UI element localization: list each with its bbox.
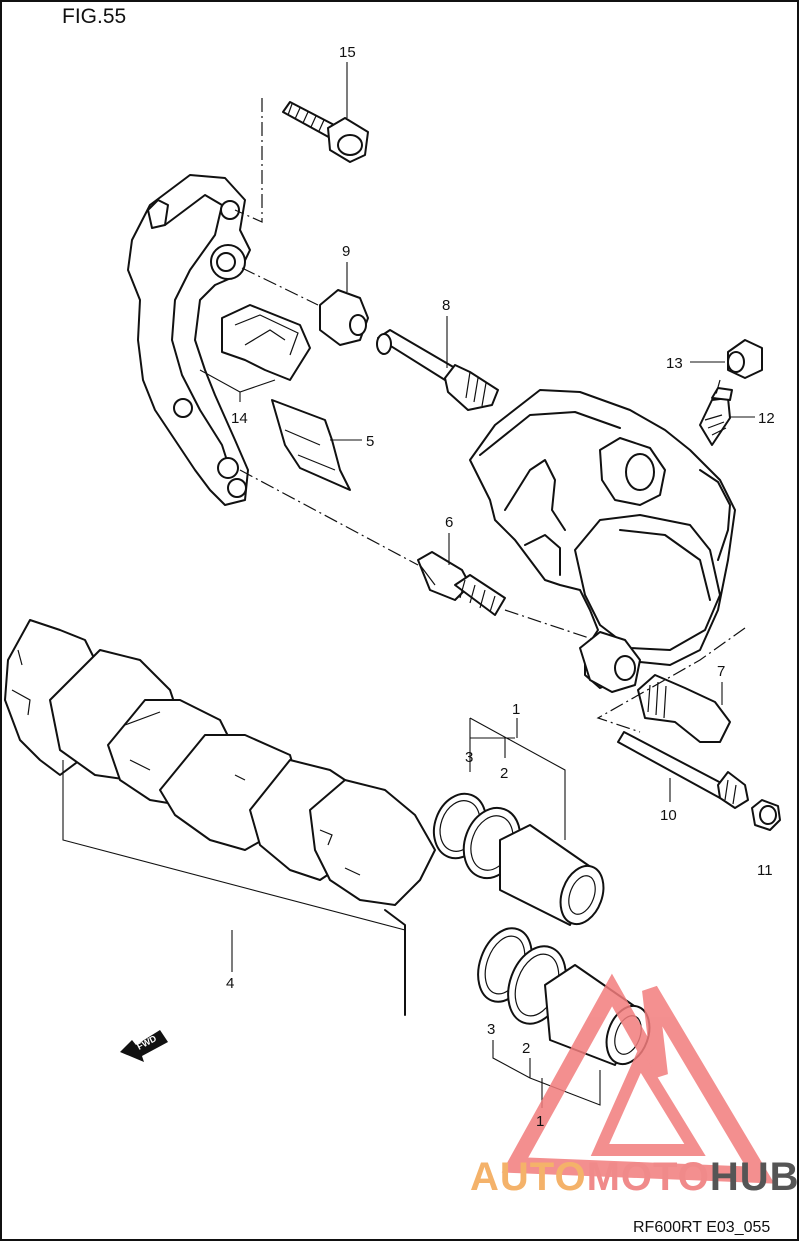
callout-14: 14 <box>231 410 248 427</box>
callout-11: 11 <box>757 862 773 879</box>
pad-spring-14 <box>199 304 311 402</box>
callout-9: 9 <box>342 243 350 260</box>
callout-13: 13 <box>666 355 683 372</box>
plug-11 <box>751 799 781 831</box>
watermark-logo <box>501 973 775 1184</box>
pad-shim-5 <box>271 399 362 491</box>
callout-7: 7 <box>717 663 725 680</box>
drawing-code: RF600RT E03_055 <box>633 1219 770 1236</box>
slide-pin-8 <box>376 316 499 411</box>
bolt-15 <box>282 62 369 163</box>
caliper-body <box>469 389 736 693</box>
boot-7 <box>637 674 731 743</box>
watermark-text: AUTOMOTOHUB <box>470 1155 800 1199</box>
bleeder-cap-13 <box>690 339 763 379</box>
brake-pads-4 <box>4 619 436 1016</box>
bleeder-valve-12 <box>699 387 755 446</box>
boot-9 <box>319 262 369 346</box>
forward-arrow-icon: FWD <box>120 1030 168 1062</box>
callout-10: 10 <box>660 807 677 824</box>
callout-2-lower: 2 <box>522 1040 530 1057</box>
callout-3-lower: 3 <box>487 1021 495 1038</box>
piston-set-upper <box>432 717 605 926</box>
caliper-bracket <box>127 174 251 506</box>
callout-6: 6 <box>445 514 453 531</box>
callout-3-upper: 3 <box>465 749 473 766</box>
callout-8: 8 <box>442 297 450 314</box>
callout-1-lower: 1 <box>536 1113 544 1130</box>
figure-title: FIG.55 <box>62 5 126 28</box>
callout-12: 12 <box>758 410 775 427</box>
callout-5: 5 <box>366 433 374 450</box>
callout-4: 4 <box>226 975 234 992</box>
callout-2-upper: 2 <box>500 765 508 782</box>
pad-pin-10 <box>617 731 749 809</box>
callout-15: 15 <box>339 44 356 61</box>
callout-1-upper: 1 <box>512 701 520 718</box>
slide-pin-6 <box>417 533 506 616</box>
